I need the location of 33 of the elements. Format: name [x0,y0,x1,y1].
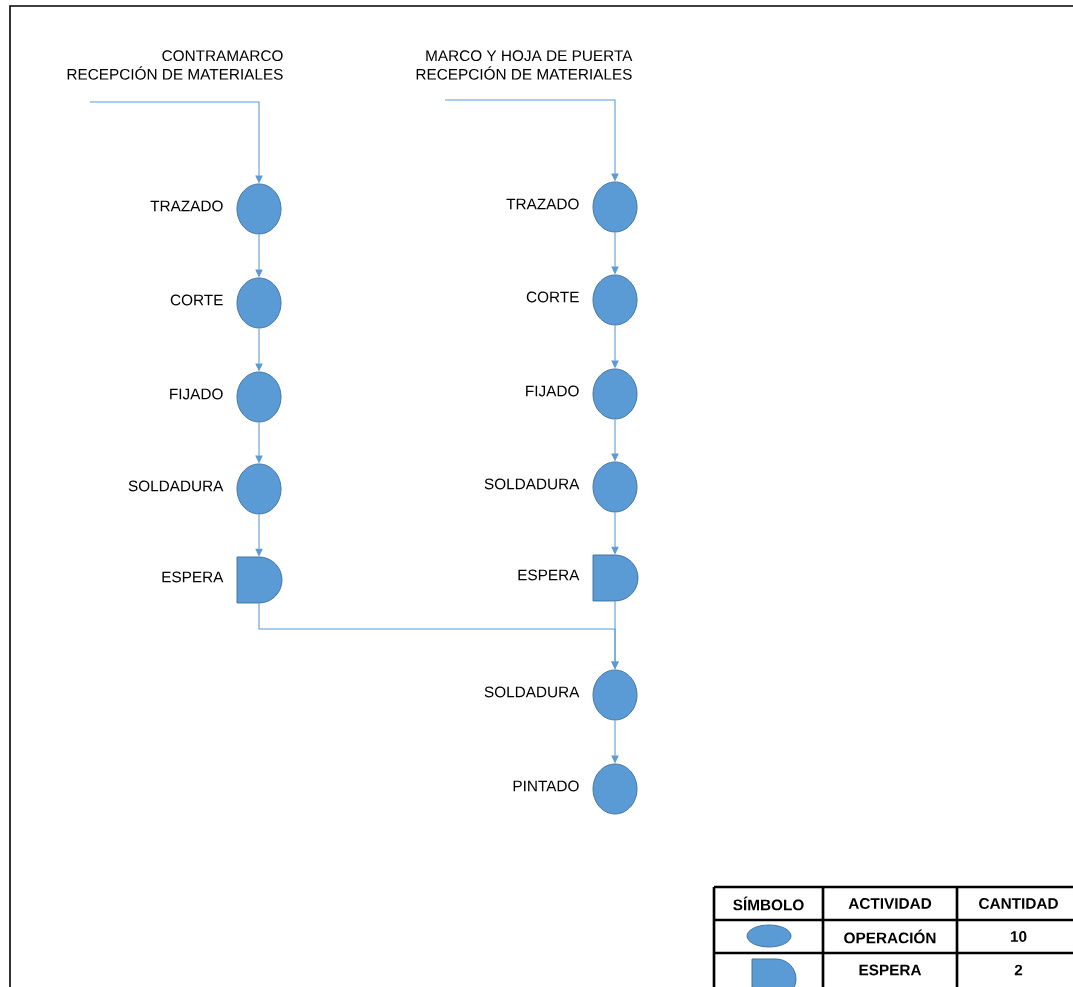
operation-circle [592,274,638,326]
step-label: SOLDADURA [484,478,580,490]
delay-symbol [592,554,639,602]
step-label: CORTE [170,294,223,306]
operation-circle [592,368,638,420]
operation-circle [236,183,282,235]
step-label: FIJADO [526,385,579,397]
delay-symbol [236,556,283,604]
step-label: PINTADO [513,780,579,792]
operation-circle [236,371,282,423]
header-text: MARCO Y HOJA DE PUERTA RECEPCIÓN DE MATERIALES [416,50,633,80]
table-cell: SÍMBOLO [733,896,804,911]
operation-circle [236,277,282,329]
table-cell: ACTIVIDAD [848,898,932,909]
table-cell: CANTIDAD [979,898,1058,909]
step-label: FIJADO [170,388,223,400]
operation-circle [592,669,638,721]
step-label: SOLDADURA [484,686,580,698]
header-text: CONTRAMARCO RECEPCIÓN DE MATERIALES [67,50,283,80]
step-label: TRAZADO [150,200,223,212]
operation-circle [592,181,638,233]
table-cell: OPERACIÓN [844,929,936,944]
operation-circle [592,461,638,513]
step-label: ESPERA [518,569,580,581]
table-cell: ESPERA [859,964,922,976]
step-label: CORTE [526,291,579,303]
operation-circle [592,763,638,815]
operation-circle [236,463,282,515]
table-cell: 10 [1010,931,1027,942]
step-label: SOLDADURA [128,480,224,492]
table-cell: 2 [1014,964,1023,976]
step-label: ESPERA [162,571,224,583]
step-label: TRAZADO [506,198,579,210]
